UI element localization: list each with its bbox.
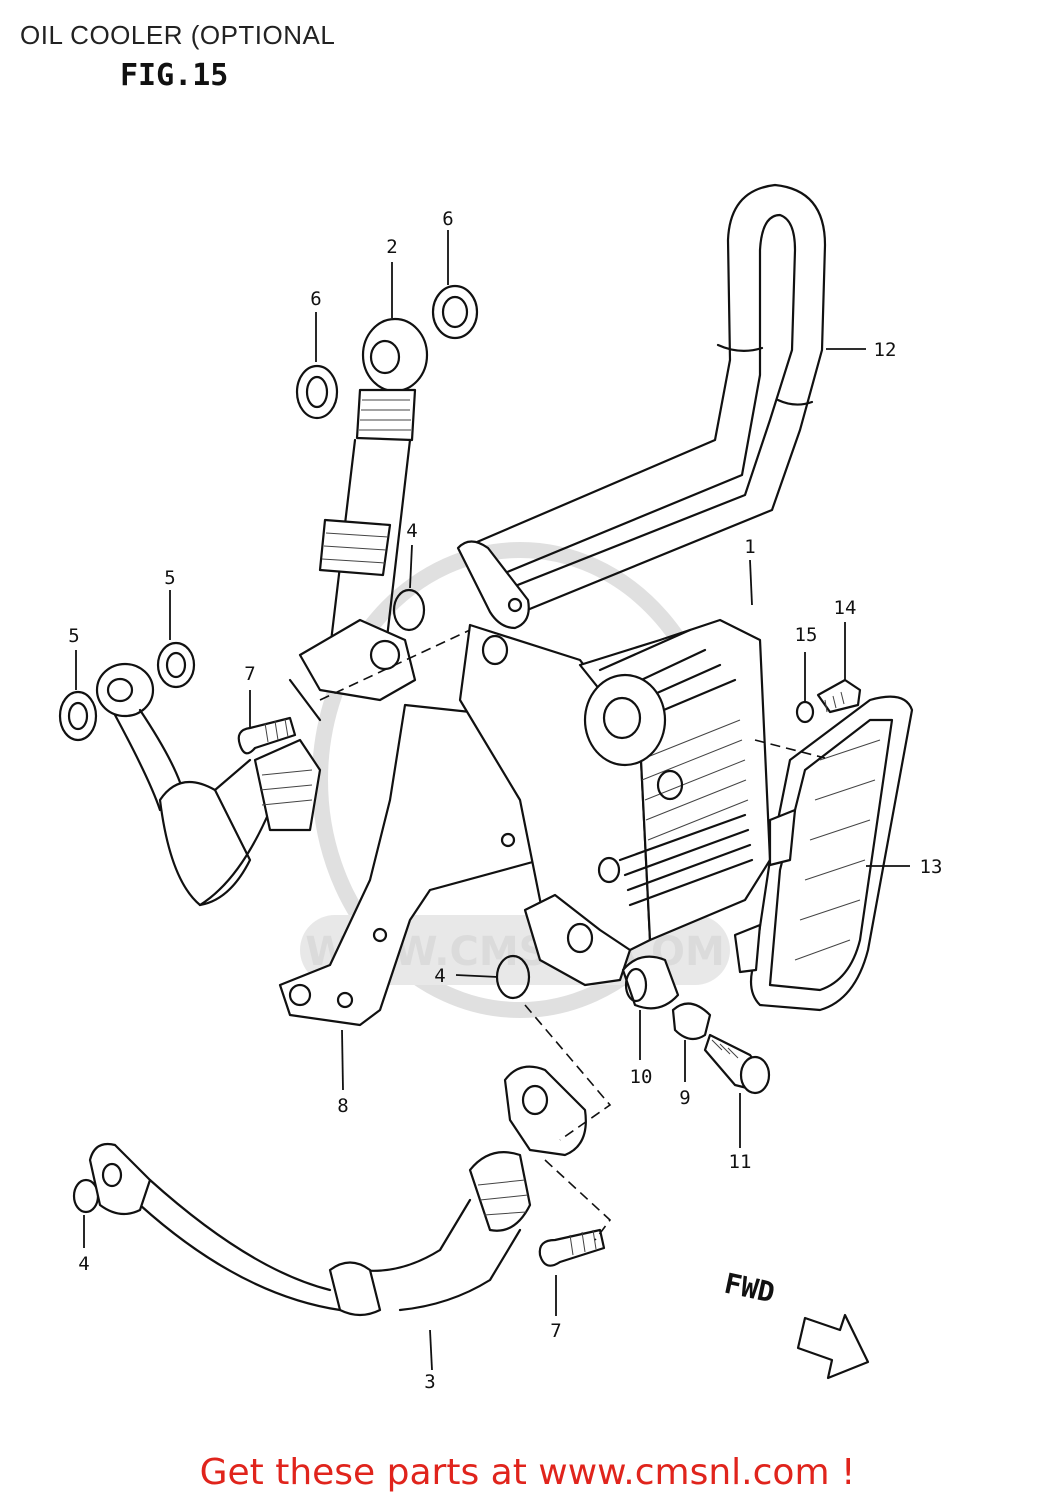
part-1-oil-cooler (458, 618, 772, 987)
forward-direction-indicator: FWD (721, 1267, 870, 1380)
leader-lines (75, 230, 910, 1371)
part-13-cover (733, 695, 914, 1012)
part-10-grommet (621, 955, 680, 1010)
callout-13: 13 (920, 856, 943, 878)
callout-4-upper: 4 (406, 520, 417, 542)
callout-7-upper: 7 (244, 663, 255, 685)
part-3-lower-pipe (88, 1065, 587, 1317)
alignment-lines (319, 629, 826, 1241)
sealing-washers (58, 284, 531, 1214)
washer-6-left (295, 364, 339, 420)
bolt-7-upper (237, 716, 297, 755)
part-5-side-hose (95, 662, 322, 907)
callout-3: 3 (424, 1371, 435, 1393)
diagram-title: OIL COOLER (OPTIONAL (20, 20, 336, 50)
part-11-flange-bolt (703, 1033, 771, 1095)
part-14-bolt (816, 678, 862, 714)
callout-4-lower: 4 (78, 1253, 89, 1275)
callout-1: 1 (744, 536, 755, 558)
callout-2: 2 (386, 236, 397, 258)
part-12-pipe (456, 183, 827, 630)
callout-6-left: 6 (310, 288, 321, 310)
callout-10: 10 (630, 1066, 653, 1088)
callout-11: 11 (729, 1151, 752, 1173)
washer-5-right (156, 641, 196, 689)
part-15-washer (795, 700, 815, 724)
callout-5-right: 5 (164, 567, 175, 589)
washer-6-right (431, 284, 479, 340)
figure-number: FIG.15 (120, 58, 229, 93)
washer-5-left (58, 690, 98, 742)
callout-7-lower: 7 (550, 1320, 561, 1342)
upper-hose-fitting (288, 618, 417, 722)
callout-14: 14 (834, 597, 857, 619)
callout-8: 8 (337, 1095, 348, 1117)
callout-15: 15 (795, 624, 818, 646)
callout-5-left: 5 (68, 625, 79, 647)
o-ring-4-upper (392, 588, 426, 632)
fwd-arrow-icon (796, 1313, 870, 1380)
callout-9: 9 (679, 1087, 690, 1109)
callout-4-middle: 4 (434, 965, 445, 987)
get-parts-link[interactable]: Get these parts at www.cmsnl.com ! (199, 1452, 856, 1493)
bolt-7-lower (538, 1228, 606, 1267)
callout-6-right: 6 (442, 208, 453, 230)
callout-12: 12 (874, 339, 897, 361)
fwd-label-text: FWD (721, 1267, 777, 1310)
part-9-collar (671, 1002, 712, 1041)
callout-numbers: 1 2 3 4 4 4 5 5 6 6 7 7 8 9 10 11 12 13 … (68, 208, 942, 1393)
part-2-hose (318, 317, 429, 657)
